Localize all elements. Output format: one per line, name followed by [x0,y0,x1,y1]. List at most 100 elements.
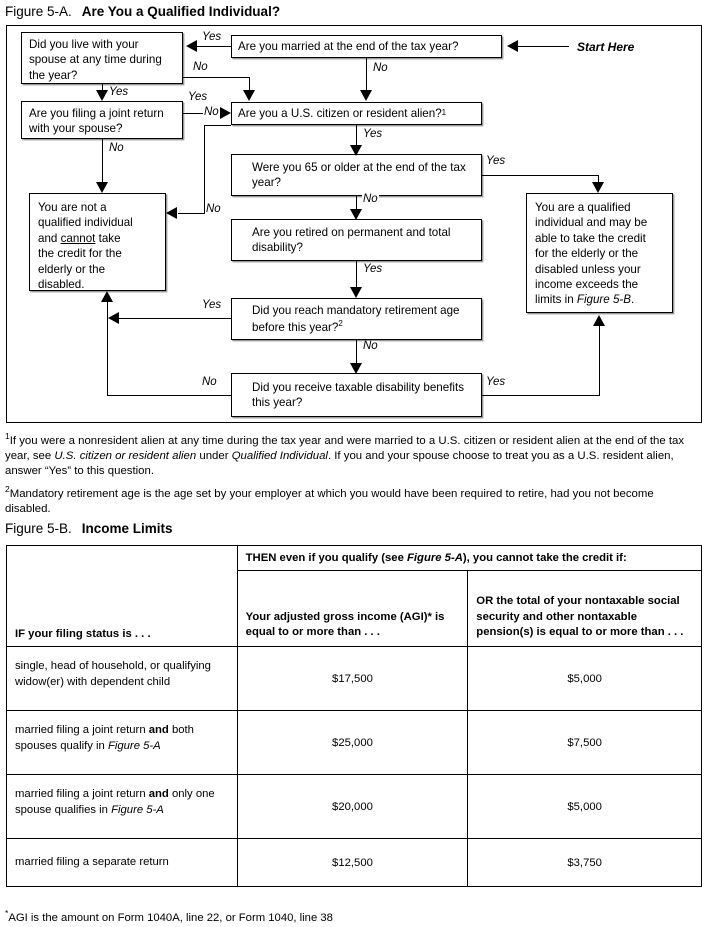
edge-label-mandatory-yes: Yes [201,299,223,312]
edge-joint-yes-line [183,113,221,114]
edge-mandatory-no-line [356,340,357,365]
figure-5a-label: Figure 5-A. [5,4,72,19]
flow-box-not-qualified-line5: elderly or the [38,262,106,276]
flow-box-taxable-disability: Did you receive taxable disability benef… [231,373,482,417]
footnote-1-part2: under [196,449,232,462]
table-header-nontaxable: OR the total of your nontaxable social s… [467,570,702,647]
table-cell-agi: $12,500 [236,838,469,887]
flow-box-mandatory-retirement-footnote-marker: 2 [338,318,343,328]
edge-age65-yes-vline [598,175,599,183]
edge-label-joint-no: No [108,142,125,155]
status-bold: and [148,788,169,800]
flow-box-qualified-line5: disabled unless your [535,262,641,276]
footnote-1-part1: If you were a nonresident alien at any t… [5,434,685,462]
footnote-2: 2Mandatory retirement age is the age set… [5,484,699,517]
flow-box-mandatory-retirement-label: Did you reach mandatory retirement age b… [252,304,460,334]
table-row: married filing a joint return and only o… [6,774,702,839]
table-header-then-part2: ), you cannot take the credit if: [462,552,627,564]
edge-live-yes-arrow [96,90,108,101]
flow-box-retired-disability: Are you retired on permanent and total d… [231,219,482,261]
flow-box-us-citizen: Are you a U.S. citizen or resident alien… [231,102,482,125]
edge-taxable-yes-arrow [593,315,605,326]
flow-box-married-text: Are you married at the end of the tax ye… [238,39,459,53]
edge-live-no-vline [249,77,250,91]
table-cell-filing-status: married filing a joint return and only o… [6,774,238,839]
table-cell-filing-status: single, head of household, or qualifying… [6,646,238,711]
table-cell-filing-status: married filing a separate return [6,838,238,887]
edge-joint-no-line [102,139,103,183]
figure-5b-title: Income Limits [81,521,173,536]
flow-box-not-qualified: You are not a qualified individual and c… [29,193,166,291]
flow-box-not-qualified-line4: the credit for the [38,247,122,261]
status-bold: and [148,724,169,736]
table-row: married filing a joint return and both s… [6,710,702,775]
flow-box-married: Are you married at the end of the tax ye… [231,35,502,58]
table-header-filing-status-text: IF your filing status is . . . [15,628,151,640]
edge-married-yes-arrow [186,40,197,52]
flow-box-mandatory-retirement: Did you reach mandatory retirement age b… [231,298,482,340]
edge-age65-no-line [356,196,357,213]
table-cell-agi: $17,500 [236,646,469,711]
footnote-1: 1If you were a nonresident alien at any … [5,431,699,479]
edge-label-live-no: No [192,61,209,74]
qualified-figure-5b-ref: Figure 5-B [576,293,631,307]
edge-label-citizen-yes: Yes [362,128,384,141]
start-here-label: Start Here [577,40,635,54]
edge-age65-yes-hline [482,175,599,176]
riser-to-not-qualified-arrow [101,291,113,302]
table-header-row-columns: Your adjusted gross income (AGI)* is equ… [7,570,702,647]
edge-taxable-yes-hline [482,395,600,396]
flow-box-us-citizen-footnote-marker: 1 [441,108,447,118]
edge-label-live-yes: Yes [108,86,130,99]
flow-box-qualified-line3: able to take the credit [535,231,646,245]
status-pre: married filing a joint return [15,788,149,800]
edge-citizen-no-arrow [166,207,177,219]
edge-label-joint-yes: Yes [187,91,209,104]
qualified-period: . [631,293,635,307]
footnote-1-italic1: U.S. citizen or resident alien [54,449,197,462]
flow-box-qualified-line6: income exceeds the [535,278,639,292]
table-header-then-part1: THEN even if you qualify (see [245,552,407,564]
flow-box-qualified-line1: You are a qualified [535,201,631,214]
flow-box-not-qualified-line6: disabled. [38,278,85,292]
edge-retired-yes-arrow [350,287,362,298]
edge-citizen-no-hline-bottom [178,213,205,214]
edge-citizen-no-vline [204,125,205,213]
flow-box-qualified-line7: limits in Figure 5-B. [535,292,664,307]
table-cell-nontaxable: $3,750 [467,838,702,887]
edge-citizen-yes-arrow [350,145,362,156]
status-italic: Figure 5-A [111,803,164,816]
footnote-1-part3: . If you and your spouse choose to treat… [5,449,674,478]
edge-label-age65-yes: Yes [485,155,507,168]
edge-mandatory-yes-arrow [108,312,119,324]
not-qualified-cannot: cannot [60,231,96,245]
flow-box-joint-return-text: Are you filing a joint return with your … [29,107,164,136]
table-header-then-italic: Figure 5-A [407,552,463,564]
flow-box-taxable-disability-text: Did you receive taxable disability benef… [252,380,465,409]
not-qualified-and: and [38,231,61,245]
table-cell-agi: $20,000 [236,774,469,839]
qualified-limits-in: limits in [535,293,577,307]
edge-age65-yes-arrow [592,182,604,193]
flow-box-age-65-text: Were you 65 or older at the end of the t… [252,160,466,189]
status-mid: only one spouse qualifies in [15,788,215,816]
edge-label-married-yes: Yes [201,31,223,44]
flow-box-age-65: Were you 65 or older at the end of the t… [231,154,482,196]
table-header-agi: Your adjusted gross income (AGI)* is equ… [236,570,469,647]
edge-live-yes-line [102,84,103,91]
flow-box-retired-disability-text: Are you retired on permanent and total d… [252,225,451,254]
start-here-arrow [507,40,518,52]
table-cell-nontaxable: $5,000 [467,774,702,839]
edge-married-yes-line [197,46,231,47]
flow-box-not-qualified-line2: qualified individual [38,216,133,230]
riser-to-not-qualified [107,302,108,396]
table-footnote-marker: * [5,908,9,918]
edge-retired-yes-line [356,261,357,289]
table-row: single, head of household, or qualifying… [6,646,702,711]
edge-label-retired-no: No [205,203,222,216]
figure-5b-caption: Figure 5-B.Income Limits [5,521,173,536]
table-row: married filing a separate return $12,500… [6,838,702,887]
table-footnote-text: AGI is the amount on Form 1040A, line 22… [8,911,333,924]
edge-mandatory-no-arrow [350,363,362,374]
flow-box-not-qualified-line3: and cannot take [38,231,157,246]
